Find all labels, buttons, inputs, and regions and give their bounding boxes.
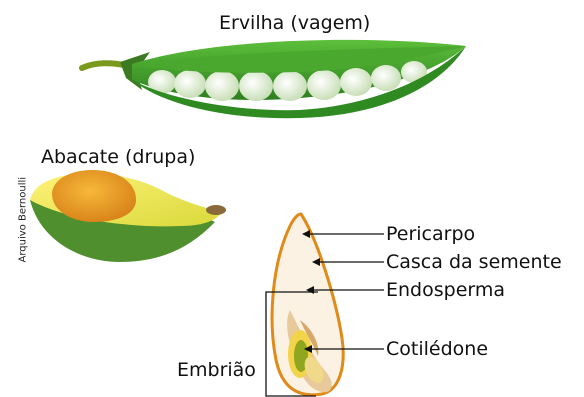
label-embryo: Embrião — [177, 359, 256, 381]
label-pericarp: Pericarpo — [386, 223, 475, 245]
label-cotyledon: Cotilédone — [386, 338, 488, 360]
avocado-stem — [206, 205, 226, 215]
avocado-drupe — [30, 170, 226, 262]
label-endosperm: Endosperma — [386, 279, 505, 301]
label-seed-coat: Casca da semente — [386, 251, 562, 273]
pea-title: Ervilha (vagem) — [219, 12, 370, 34]
seed-section — [272, 214, 343, 395]
avocado-title: Abacate (drupa) — [41, 146, 195, 168]
pea-pod — [82, 40, 466, 118]
image-credit: Arquivo Bernoulli — [18, 173, 29, 263]
